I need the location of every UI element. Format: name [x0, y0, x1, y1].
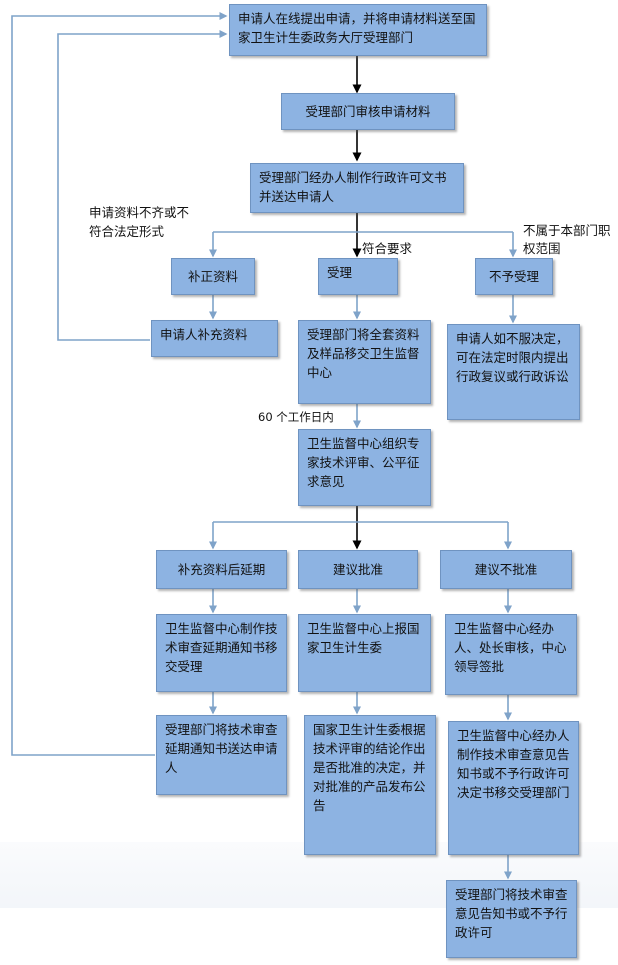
label-incomplete: 申请资料不齐或不符合法定形式 [89, 205, 190, 239]
step-not-approve: 建议不批准 [440, 550, 572, 589]
step-review: 受理部门审核申请材料 [281, 93, 455, 130]
step-delay-notice: 卫生监督中心制作技术审查延期通知书移交受理 [156, 614, 287, 692]
step-reject: 不予受理 [475, 258, 553, 295]
step-delay-send: 受理部门将技术审查延期通知书送达申请人 [156, 715, 287, 795]
step-supplement: 补正资料 [171, 258, 255, 295]
step-opinion: 卫生监督中心经办人制作技术审查意见告知书或不予行政许可决定书移交受理部门 [448, 721, 579, 855]
label-60-days: 60 个工作日内 [258, 410, 334, 424]
step-report: 卫生监督中心上报国家卫生计生委 [298, 614, 431, 692]
label-qualified: 符合要求 [362, 241, 413, 256]
step-apply: 申请人在线提出申请，并将申请材料送至国家卫生计生委政务大厅受理部门 [229, 4, 487, 56]
step-notice: 受理部门经办人制作行政许可文书并送达申请人 [250, 163, 464, 213]
step-leader: 卫生监督中心经办人、处长审核，中心领导签批 [445, 614, 577, 695]
step-final: 受理部门将技术审查意见告知书或不予行政许可 [446, 880, 577, 958]
step-approve: 建议批准 [298, 550, 418, 589]
step-delay: 补充资料后延期 [156, 550, 287, 589]
label-out-of-scope: 不属于本部门职权范围 [523, 223, 611, 256]
step-reconsider: 申请人如不服决定，可在法定时限内提出行政复议或行政诉讼 [447, 324, 580, 420]
loop-delay-send-to-apply [11, 12, 228, 756]
step-decision: 国家卫生计生委根据技术评审的结论作出是否批准的决定，并对批准的产品发布公告 [304, 715, 436, 855]
step-applicant-supplement: 申请人补充资料 [151, 320, 278, 357]
loop-applicant-to-apply [57, 30, 228, 341]
step-transfer: 受理部门将全套资料及样品移交卫生监督中心 [298, 320, 431, 404]
step-expert: 卫生监督中心组织专家技术评审、公平征求意见 [298, 429, 431, 506]
step-accept: 受理 [318, 258, 398, 295]
